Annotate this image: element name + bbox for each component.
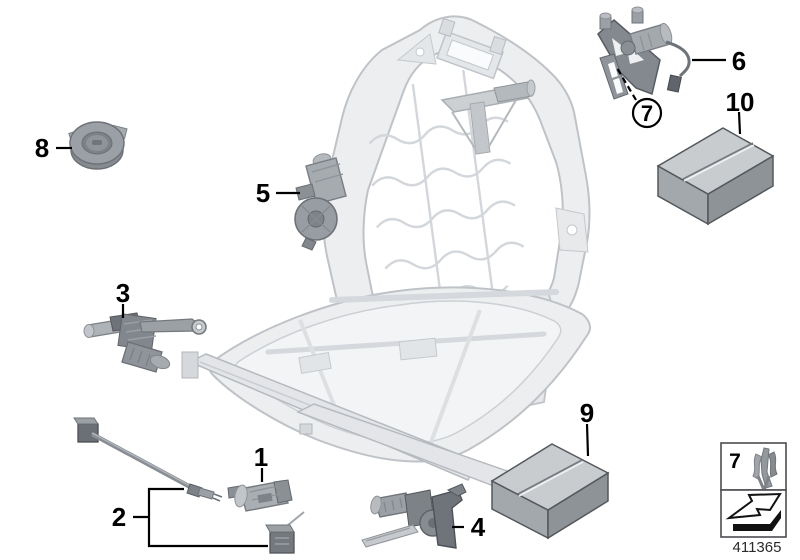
callout-6[interactable]: 6 [732, 46, 746, 76]
installation-direction-arrow-icon [725, 492, 782, 531]
callout-2[interactable]: 2 [112, 502, 126, 532]
callout-7-number[interactable]: 7 [641, 101, 653, 126]
leader-lines [56, 58, 742, 548]
leader-line-9 [585, 423, 590, 457]
leader-bracket-2 [133, 487, 268, 548]
headrest-sleeve [489, 35, 507, 56]
callout-7-circled[interactable]: 7 [631, 97, 663, 129]
leader-line-7-dashed [616, 67, 637, 101]
callout-9[interactable]: 9 [580, 398, 594, 428]
part-9-box[interactable] [490, 443, 610, 540]
callout-4[interactable]: 4 [471, 512, 486, 542]
callout-3[interactable]: 3 [116, 278, 130, 308]
part-10-box[interactable] [656, 127, 775, 226]
callout-8[interactable]: 8 [35, 133, 49, 163]
diagram-number: 411365 [733, 539, 782, 556]
pan-detail [398, 337, 438, 361]
legend-part-ref[interactable]: 7 [729, 450, 741, 473]
pan-detail [298, 351, 332, 375]
frame-hole [415, 47, 425, 57]
part-6-head-restraint-drive[interactable] [597, 6, 691, 100]
part-2-connector[interactable] [265, 511, 305, 554]
part-1-motor[interactable] [227, 479, 293, 512]
rail-end-bracket [181, 351, 199, 379]
retaining-clip-icon [752, 447, 778, 495]
legend: 7 411365 [720, 442, 787, 556]
lumbar-drive [440, 79, 536, 155]
headrest-bracket [436, 30, 504, 80]
headrest-sleeve [438, 17, 456, 38]
callout-10[interactable]: 10 [726, 87, 755, 117]
rail-foot [299, 423, 313, 435]
callout-5[interactable]: 5 [256, 178, 270, 208]
rear-tube [329, 289, 559, 303]
callout-1[interactable]: 1 [254, 442, 268, 472]
part-4-drive[interactable] [361, 483, 467, 549]
part-3-motor-with-shaft[interactable] [83, 312, 207, 373]
part-5-motor[interactable] [294, 152, 347, 251]
part-8-grommet[interactable] [68, 121, 128, 170]
seat-frame-illustration [181, 15, 591, 509]
leader-line-10 [737, 111, 742, 135]
part-2-flex-shaft[interactable] [73, 417, 223, 502]
frame-hole [566, 224, 578, 236]
